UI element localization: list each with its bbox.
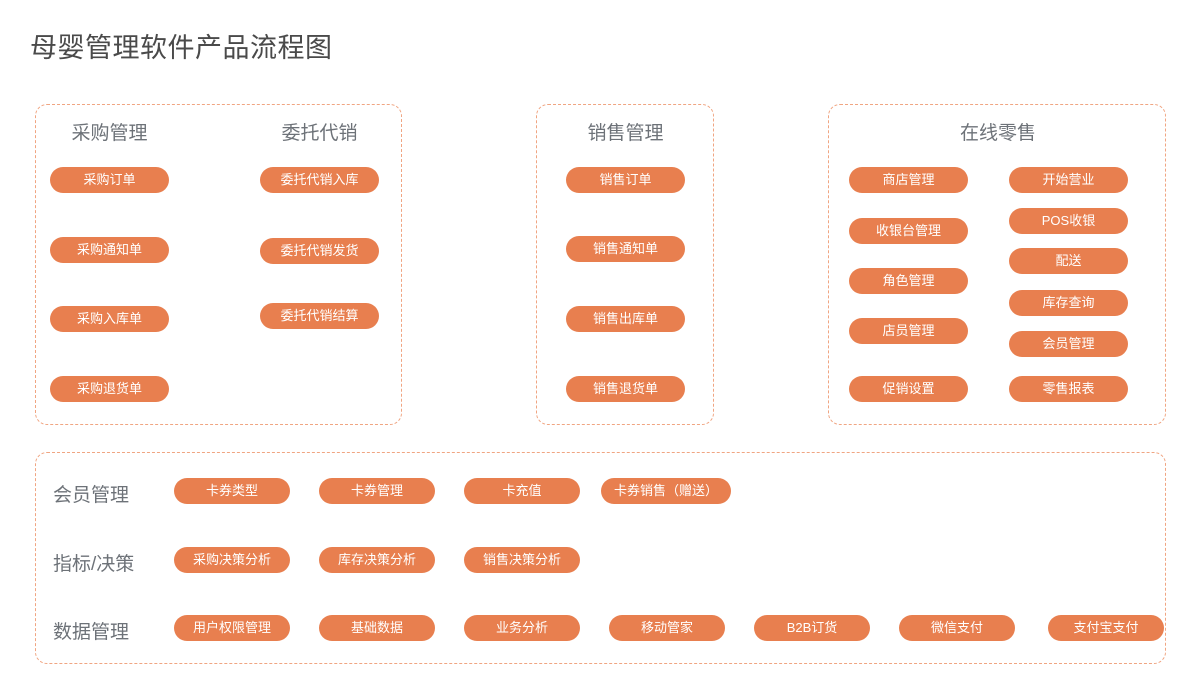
pill-b2b-ordering[interactable]: B2B订货 (754, 615, 870, 641)
pill-inventory-query[interactable]: 库存查询 (1009, 290, 1128, 316)
pill-purchase-order[interactable]: 采购订单 (50, 167, 169, 193)
pill-retail-report[interactable]: 零售报表 (1009, 376, 1128, 402)
pill-card-management[interactable]: 卡券管理 (319, 478, 435, 504)
panel-retail (828, 104, 1166, 425)
panel-heading-online-retail: 在线零售 (959, 123, 1036, 144)
pill-consignment-settlement[interactable]: 委托代销结算 (260, 303, 379, 329)
pill-purchase-inbound[interactable]: 采购入库单 (50, 306, 169, 332)
panel-heading-consignment: 委托代销 (281, 123, 358, 144)
pill-promotion-settings[interactable]: 促销设置 (849, 376, 968, 402)
panel-heading-purchase-management: 采购管理 (71, 123, 148, 144)
pill-basic-data[interactable]: 基础数据 (319, 615, 435, 641)
pill-delivery[interactable]: 配送 (1009, 248, 1128, 274)
pill-sales-decision-analysis[interactable]: 销售决策分析 (464, 547, 580, 573)
panel-platform (35, 452, 1166, 664)
pill-member-management-retail[interactable]: 会员管理 (1009, 331, 1128, 357)
panel-heading-sales-management: 销售管理 (587, 123, 664, 144)
pill-store-management[interactable]: 商店管理 (849, 167, 968, 193)
pill-business-analysis[interactable]: 业务分析 (464, 615, 580, 641)
row-label-data-management: 数据管理 (53, 622, 130, 643)
pill-card-type[interactable]: 卡券类型 (174, 478, 290, 504)
pill-mobile-steward[interactable]: 移动管家 (609, 615, 725, 641)
pill-card-recharge[interactable]: 卡充值 (464, 478, 580, 504)
pill-sales-return[interactable]: 销售退货单 (566, 376, 685, 402)
row-label-member-management: 会员管理 (53, 485, 130, 506)
pill-wechat-pay[interactable]: 微信支付 (899, 615, 1015, 641)
panel-purchasing (35, 104, 402, 425)
pill-sales-notice[interactable]: 销售通知单 (566, 236, 685, 262)
pill-purchase-notice[interactable]: 采购通知单 (50, 237, 169, 263)
pill-role-management[interactable]: 角色管理 (849, 268, 968, 294)
pill-cashier-desk-management[interactable]: 收银台管理 (849, 218, 968, 244)
page-title: 母婴管理软件产品流程图 (30, 33, 333, 63)
row-label-metrics-decision: 指标/决策 (53, 554, 135, 575)
pill-purchase-return[interactable]: 采购退货单 (50, 376, 169, 402)
pill-user-permission-management[interactable]: 用户权限管理 (174, 615, 290, 641)
pill-sales-outbound[interactable]: 销售出库单 (566, 306, 685, 332)
panel-sales (536, 104, 714, 425)
pill-clerk-management[interactable]: 店员管理 (849, 318, 968, 344)
pill-inventory-decision-analysis[interactable]: 库存决策分析 (319, 547, 435, 573)
pill-purchase-decision-analysis[interactable]: 采购决策分析 (174, 547, 290, 573)
pill-sales-order[interactable]: 销售订单 (566, 167, 685, 193)
pill-alipay-pay[interactable]: 支付宝支付 (1048, 615, 1164, 641)
pill-consignment-shipment[interactable]: 委托代销发货 (260, 238, 379, 264)
pill-start-business[interactable]: 开始营业 (1009, 167, 1128, 193)
pill-card-sale-gift[interactable]: 卡券销售（赠送） (601, 478, 731, 504)
pill-pos-cashier[interactable]: POS收银 (1009, 208, 1128, 234)
pill-consignment-inbound[interactable]: 委托代销入库 (260, 167, 379, 193)
